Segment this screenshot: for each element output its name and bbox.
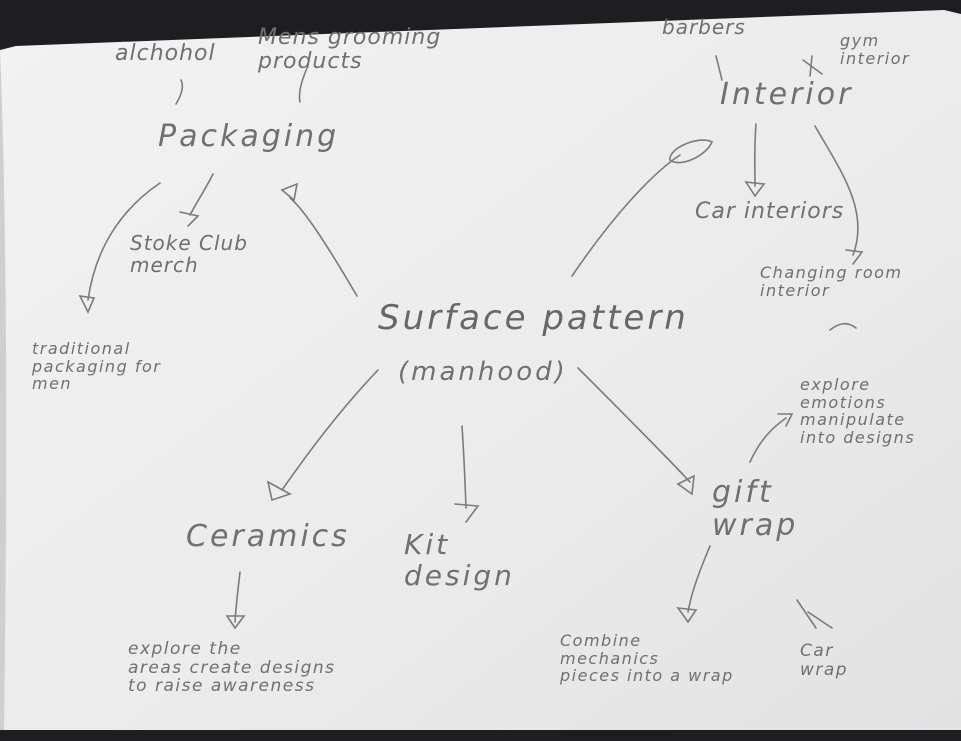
line-gift-wrap-to-car-wrap (796, 599, 833, 629)
ceramics-label: Ceramics (186, 519, 350, 554)
arrowhead-ceramics-note (225, 615, 246, 630)
line-center-to-interior (571, 154, 681, 277)
interior-label: Interior (720, 77, 854, 112)
center-title: Surface pattern (378, 298, 689, 338)
car-interiors-label: Car interiors (695, 199, 845, 224)
line-center-to-packaging (289, 197, 358, 297)
line-center-to-gift-wrap (577, 367, 691, 483)
line-gym-to-interior (802, 55, 823, 77)
arrowhead-emotions (777, 413, 794, 427)
connector-lines (78, 55, 864, 630)
page-curl-shadow (0, 50, 7, 730)
arrowhead-changing-room (845, 249, 864, 265)
arrowhead-combine (676, 607, 698, 624)
changing-room-label: Changing room interior (760, 263, 903, 300)
gym-interior-label: gym interior (840, 31, 911, 68)
arrowhead-open-packaging (280, 182, 299, 202)
explore-emotions-note: explore emotions manipulate into designs (800, 375, 916, 447)
ceramics-note: explore the areas create designs to rais… (128, 639, 336, 697)
line-alcohol-to-packaging (175, 79, 184, 105)
line-packaging-to-merch (189, 173, 214, 216)
line-changing-room-brace (829, 322, 857, 331)
arrowhead-ceramics (266, 480, 292, 502)
packaging-label: Packaging (158, 119, 340, 154)
arrowhead-traditional (78, 294, 96, 314)
arrowhead-kit (454, 503, 480, 523)
line-barbers-to-interior (715, 55, 723, 81)
line-interior-to-changing-room (814, 125, 859, 256)
car-wrap-note: Car wrap (800, 641, 849, 680)
barbers-label: barbers (662, 15, 746, 39)
line-grooming-to-packaging (298, 67, 308, 103)
line-packaging-to-traditional (87, 182, 161, 301)
combine-mechanics-note: Combine mechanics pieces into a wrap (560, 631, 734, 686)
gift-wrap-label: gift wrap (712, 475, 799, 543)
line-gift-wrap-to-emotions (749, 417, 787, 463)
line-center-to-ceramics (281, 369, 379, 491)
center-subtitle: (manhood) (398, 357, 568, 387)
page-sheet (0, 10, 961, 730)
arrowhead-open-interior (669, 139, 714, 164)
line-ceramics-to-note (234, 571, 241, 623)
traditional-packaging-label: traditional packaging for men (32, 339, 162, 394)
kit-design-label: Kit design (404, 528, 515, 592)
arrowhead-gift-wrap (676, 474, 695, 496)
mens-grooming-label: Mens grooming products (258, 25, 442, 75)
line-center-to-kit (461, 425, 467, 509)
arrowhead-car-interiors (744, 181, 766, 198)
stoke-club-merch-label: Stoke Club merch (130, 231, 248, 277)
arrowhead-merch (179, 211, 200, 227)
line-gift-wrap-to-combine (687, 545, 711, 613)
line-interior-to-car-interiors (753, 123, 757, 187)
alchohol-label: alchohol (115, 41, 216, 66)
